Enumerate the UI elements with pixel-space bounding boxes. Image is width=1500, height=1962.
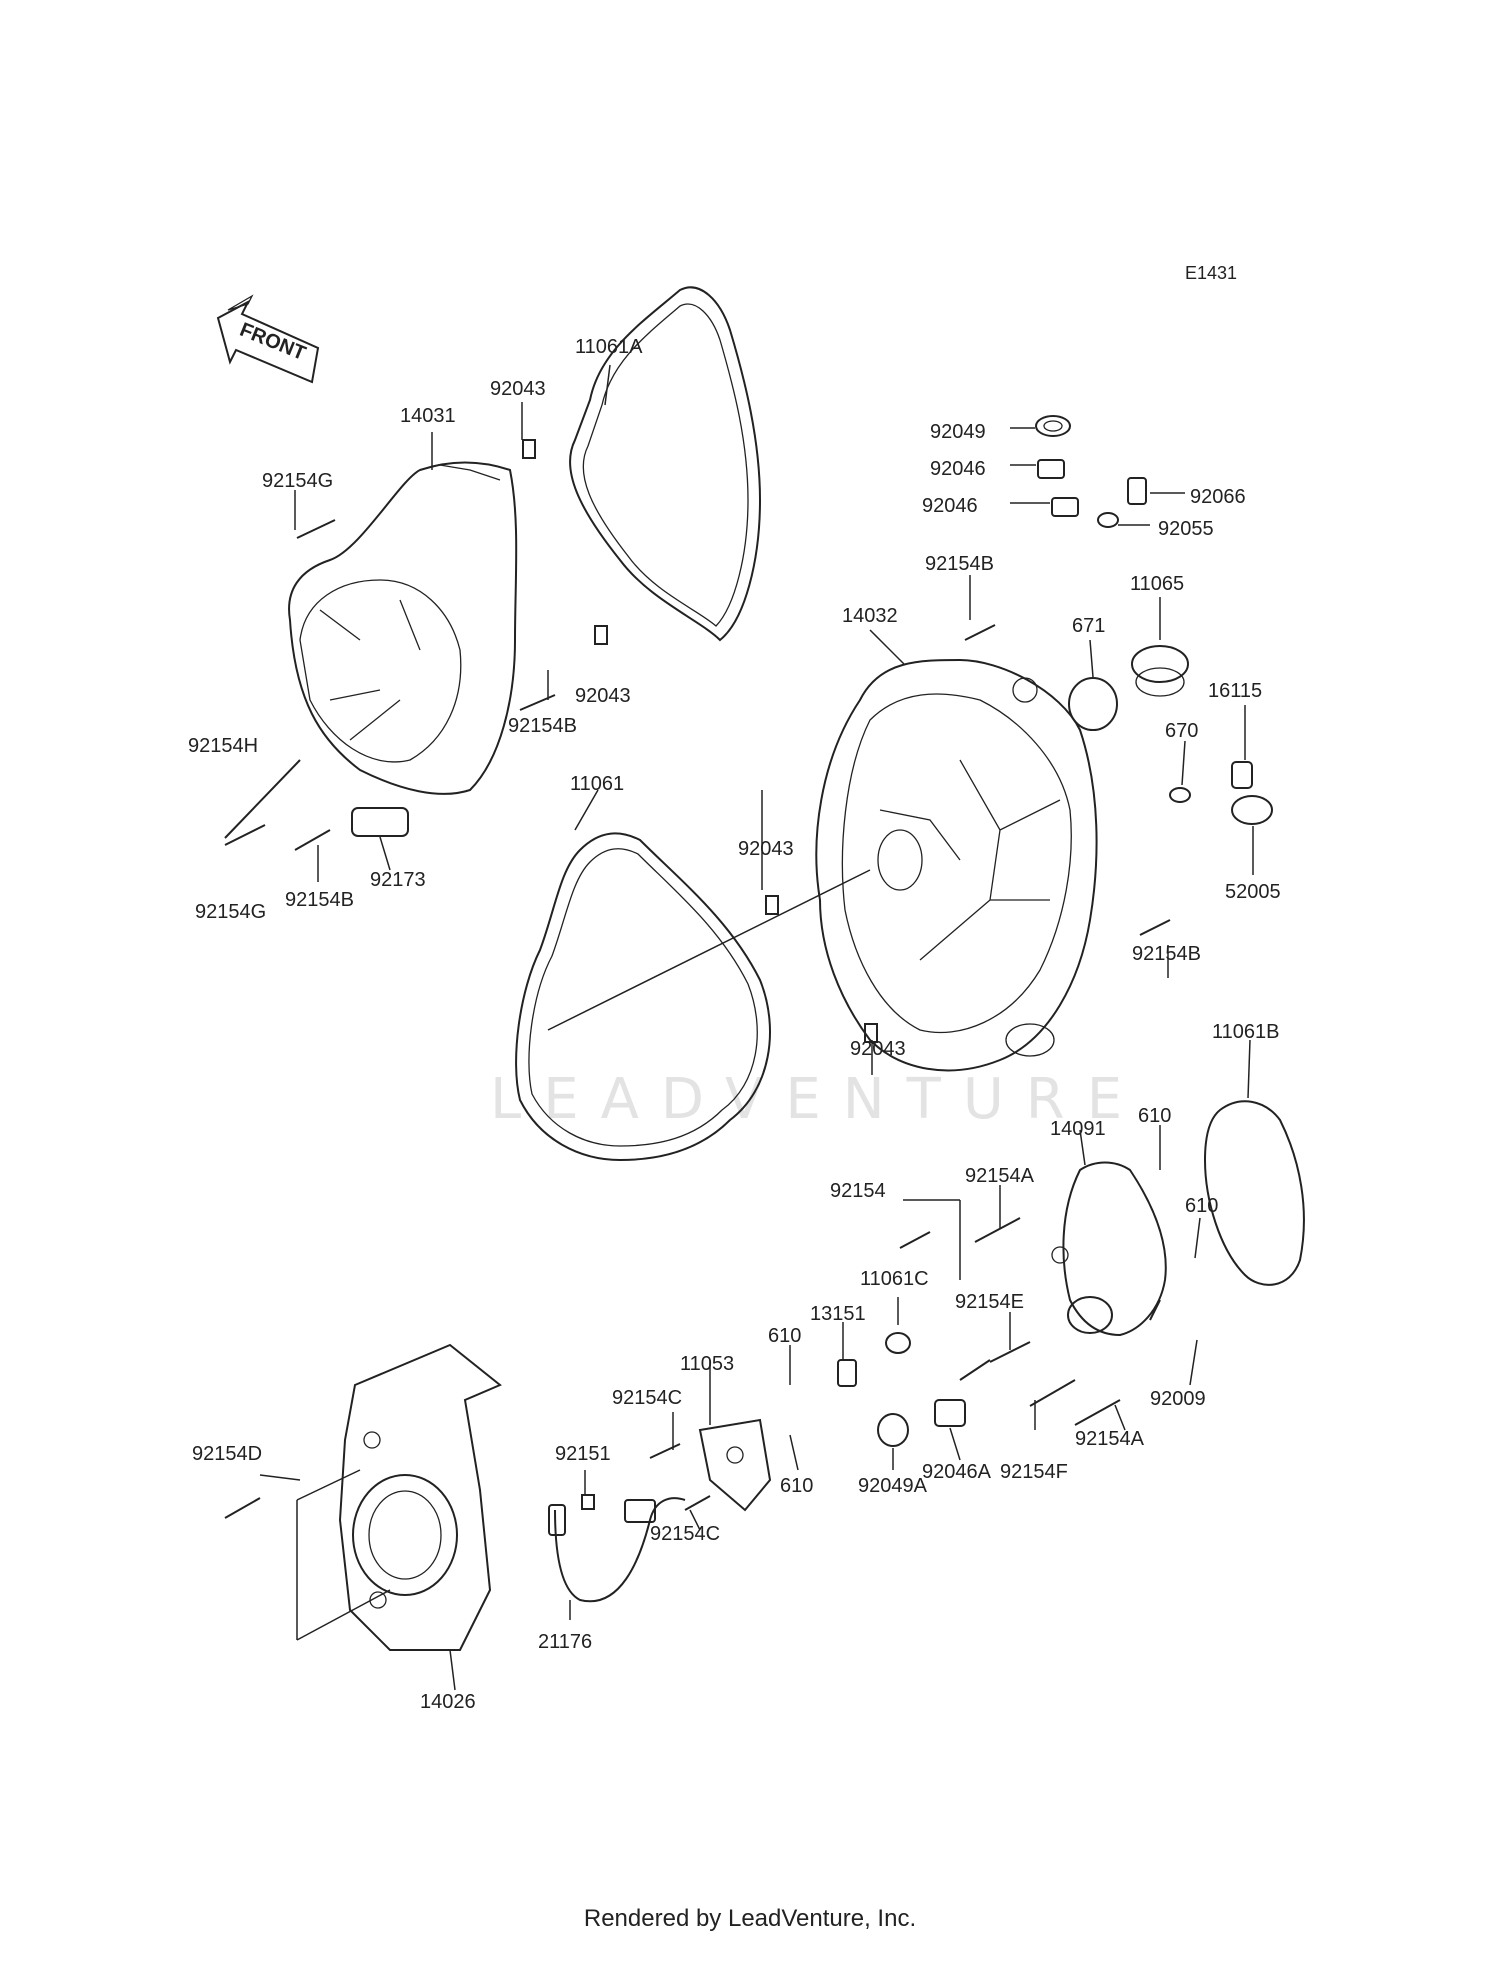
front-label: FRONT — [237, 319, 309, 365]
callout-92154[interactable]: 92154 — [830, 1180, 886, 1202]
callout-92043-bottom[interactable]: 92043 — [850, 1038, 906, 1060]
callout-21176[interactable]: 21176 — [538, 1631, 592, 1653]
callout-92154g-top[interactable]: 92154G — [262, 470, 333, 492]
callout-labels: 11061A 92043 14031 92154G 92049 92046 92… — [188, 336, 1281, 1713]
watermark-text: LEADVENTURE — [490, 1067, 1144, 1132]
callout-92043-mid[interactable]: 92043 — [575, 685, 631, 707]
callout-92154e[interactable]: 92154E — [955, 1291, 1024, 1313]
callout-92154g-bottom[interactable]: 92154G — [195, 901, 266, 923]
callout-16115[interactable]: 16115 — [1208, 680, 1262, 702]
plug-92066-shape — [1127, 477, 1147, 505]
footer-credit: Rendered by LeadVenture, Inc. — [583, 1905, 917, 1932]
gasket-11061a-shape — [569, 286, 762, 642]
clutch-cover-14032-shape — [815, 658, 1098, 1072]
callout-92043-right[interactable]: 92043 — [738, 838, 794, 860]
callout-610-top[interactable]: 610 — [1138, 1105, 1171, 1127]
gasket-11061b-shape — [1203, 1100, 1305, 1286]
seal-52005-shape — [1231, 795, 1273, 825]
callout-92154d[interactable]: 92154D — [192, 1443, 262, 1465]
oring-670-shape — [1169, 787, 1191, 803]
sprocket-cover-14026-shape — [338, 1343, 502, 1651]
oring-92055-shape — [1097, 512, 1119, 528]
bearing-92046-shape — [1037, 459, 1079, 517]
plug-16115-shape — [1231, 761, 1253, 789]
leader-lines — [259, 364, 1254, 1691]
callout-14031[interactable]: 14031 — [400, 405, 456, 427]
callout-11061a[interactable]: 11061A — [575, 336, 643, 358]
callout-92154b-left[interactable]: 92154B — [508, 715, 577, 737]
callout-92154a-top[interactable]: 92154A — [965, 1165, 1035, 1187]
callout-92066[interactable]: 92066 — [1190, 486, 1246, 508]
bolts-shape — [224, 519, 1171, 1519]
callout-14026[interactable]: 14026 — [420, 1691, 476, 1713]
callout-92046-upper[interactable]: 92046 — [930, 458, 986, 480]
pump-cover-14091-shape — [1051, 1161, 1167, 1337]
dowel-pins-92043-shape — [522, 439, 878, 1043]
callout-92046a[interactable]: 92046A — [922, 1461, 992, 1483]
callout-13151[interactable]: 13151 — [810, 1303, 866, 1325]
callout-671[interactable]: 671 — [1072, 615, 1105, 637]
callout-92009[interactable]: 92009 — [1150, 1388, 1206, 1410]
bolt-92151-shape — [581, 1494, 595, 1510]
front-arrow-icon: FRONT — [216, 294, 320, 384]
callout-610-bottom[interactable]: 610 — [780, 1475, 813, 1497]
callout-52005[interactable]: 52005 — [1225, 881, 1281, 903]
callout-92154f[interactable]: 92154F — [1000, 1461, 1068, 1483]
callout-92154a-bottom[interactable]: 92154A — [1075, 1428, 1145, 1450]
callout-92049[interactable]: 92049 — [930, 421, 986, 443]
callout-11053[interactable]: 11053 — [680, 1353, 734, 1375]
callout-92173[interactable]: 92173 — [370, 869, 426, 891]
callout-92154c-bottom[interactable]: 92154C — [650, 1523, 720, 1545]
callout-11061[interactable]: 11061 — [570, 773, 624, 795]
diagram-code: E1431 — [1185, 263, 1237, 283]
cover-92173-shape — [351, 807, 409, 837]
callout-92154b-lower[interactable]: 92154B — [285, 889, 354, 911]
bearing-92046a-shape — [934, 1399, 966, 1427]
callout-92049a[interactable]: 92049A — [858, 1475, 928, 1497]
oring-671-shape — [1068, 677, 1118, 731]
seal-92049a-shape — [877, 1413, 909, 1447]
callout-92046-lower[interactable]: 92046 — [922, 495, 978, 517]
callout-14032[interactable]: 14032 — [842, 605, 898, 627]
callout-92043-top[interactable]: 92043 — [490, 378, 546, 400]
gasket-11061-shape — [515, 832, 771, 1162]
callout-92151[interactable]: 92151 — [555, 1443, 611, 1465]
callout-92154c-top[interactable]: 92154C — [612, 1387, 682, 1409]
callout-92154h[interactable]: 92154H — [188, 735, 258, 757]
callout-92154b-right[interactable]: 92154B — [1132, 943, 1201, 965]
seal-92049-shape — [1035, 415, 1071, 437]
sensor-13151-shape — [837, 1359, 857, 1387]
hose-21176-shape — [548, 1497, 686, 1603]
callout-92055[interactable]: 92055 — [1158, 518, 1214, 540]
callout-670[interactable]: 670 — [1165, 720, 1198, 742]
bracket-11053-shape — [698, 1418, 772, 1512]
callout-14091[interactable]: 14091 — [1050, 1118, 1106, 1140]
oring-11061c-shape — [885, 1332, 911, 1354]
generator-cover-14031-shape — [288, 461, 518, 795]
callout-610-right[interactable]: 610 — [1185, 1195, 1218, 1217]
callout-11061c[interactable]: 11061C — [860, 1268, 929, 1290]
callout-11065[interactable]: 11065 — [1130, 573, 1184, 595]
cap-11065-shape — [1131, 645, 1189, 697]
callout-610-mid[interactable]: 610 — [768, 1325, 801, 1347]
callout-11061b[interactable]: 11061B — [1212, 1021, 1279, 1043]
callout-92154b-top[interactable]: 92154B — [925, 553, 994, 575]
